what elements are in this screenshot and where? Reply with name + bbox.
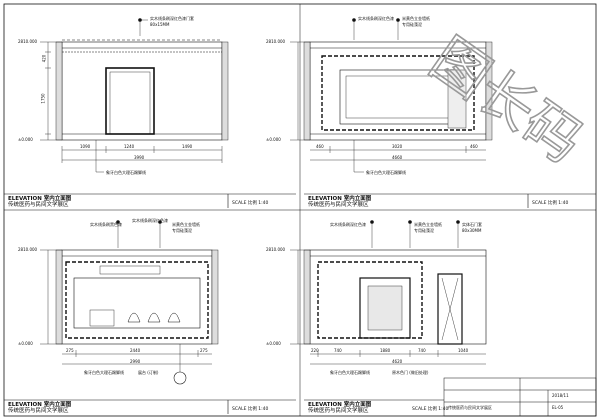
panel-4-note-5: 80x30MM (462, 228, 482, 233)
panel-2-level-bottom: ±0.000 (266, 137, 281, 142)
panel-1-caption-en: ELEVATION 室内立面图 (8, 196, 72, 202)
panel-1-hdim-total: 3990 (134, 155, 145, 160)
panel-1-level-top: 2810.000 (18, 39, 38, 44)
panel-3-level-top: 2810.000 (18, 247, 38, 252)
panel-3-hdim-total: 2990 (130, 359, 141, 364)
panel-2-caption-en: ELEVATION 室内立面图 (308, 196, 372, 202)
panel-4-hdim-2: 740 (334, 348, 342, 353)
title-block-date: 2018/11 (552, 393, 569, 398)
panel-1-level-bottom: ±0.000 (18, 137, 33, 142)
panel-3-bottom-note-2: 展台 (订制) (138, 370, 159, 375)
panel-4-hdim-3: 1880 (380, 348, 391, 353)
panel-1-elevation (40, 18, 229, 173)
panel-1-caption-cn: 传统医药与民间文学展区 (8, 202, 69, 208)
panel-2-elevation (290, 18, 493, 173)
panel-4-note-2: 米黄色立金墙纸 (414, 222, 442, 227)
panel-4-scale: SCALE 比例 1:40 (412, 407, 449, 412)
title-block-project: 传统医药与民间文学展区 (448, 405, 492, 410)
panel-4-caption-cn: 传统医药与民间文学展区 (308, 408, 369, 414)
panel-3-caption-cn: 传统医药与民间文学展区 (8, 408, 69, 414)
panel-2-caption-cn: 传统医药与民间文学展区 (308, 202, 369, 208)
panel-2-note-3: 专用硅藻泥 (402, 22, 422, 27)
panel-4-note-4: 实体石门套 (462, 222, 482, 227)
panel-1-scale: SCALE 比例 1:40 (232, 201, 269, 206)
panel-4-hdim-5: 1040 (458, 348, 469, 353)
panel-4-elevation (290, 220, 487, 365)
panel-2-hdim-2: 3020 (392, 144, 403, 149)
title-block-sheet: EL-05 (552, 405, 564, 410)
title-block (443, 377, 597, 417)
panel-4-note-3: 专用硅藻泥 (414, 228, 434, 233)
panel-4-hdim-1: 220 (311, 348, 319, 353)
panel-1-caption: ELEVATION 室内立面图 传统医药与民间文学展区 (8, 196, 71, 208)
panel-2-note-2: 米黄色立金墙纸 (402, 16, 430, 21)
panel-3-note-3: 米黄色立金墙纸 (172, 222, 200, 227)
panel-3-note-2: 实木线条刷深红色漆 (132, 218, 168, 223)
panel-1-vdim-2: 1750 (40, 93, 46, 104)
panel-3-hdim-1: 275 (66, 348, 74, 353)
panel-3-hdim-2: 2440 (130, 348, 141, 353)
panel-2-scale: SCALE 比例 1:40 (532, 201, 569, 206)
panel-4-note-1: 实木线条刷深红色漆 (330, 222, 366, 227)
panel-3-level-bottom: ±0.000 (18, 341, 33, 346)
panel-1-note-2: 80x15MM (150, 22, 170, 27)
panel-1-hdim-1: 1090 (80, 144, 91, 149)
panel-3-hdim-3: 275 (200, 348, 208, 353)
panel-3-bottom-note: 象牙白色大理石踢脚线 (84, 370, 124, 375)
panel-1-bottom-note: 象牙白色大理石踢脚线 (106, 170, 146, 175)
panel-3-note-4: 专用硅藻泥 (172, 228, 192, 233)
panel-3-note-1: 实木线条刷黑色漆 (90, 222, 122, 227)
panel-3-caption: ELEVATION 室内立面图 传统医药与民间文学展区 (8, 402, 71, 414)
panel-2-bottom-note: 象牙白色大理石踢脚线 (366, 170, 406, 175)
panel-4-bottom-note: 象牙白色大理石踢脚线 (330, 370, 370, 375)
panel-1-note-1: 实木线条刷深红色漆门套 (150, 16, 194, 21)
panel-4-hdim-total: 4620 (392, 359, 403, 364)
panel-3-scale: SCALE 比例 1:40 (232, 407, 269, 412)
panel-2-level-top: 2810.000 (266, 39, 286, 44)
panel-2-hdim-1: 460 (316, 144, 324, 149)
panel-4-caption-en: ELEVATION 室内立面图 (308, 402, 372, 408)
panel-4-caption: ELEVATION 室内立面图 传统医药与民间文学展区 (308, 402, 371, 414)
panel-4-level-bottom: ±0.000 (266, 341, 281, 346)
panel-2-note-1: 实木线条刷深红色漆 (358, 16, 394, 21)
panel-4-bottom-note-2: 原木色门 (做旧处理) (392, 370, 429, 375)
panel-1-hdim-2: 1240 (124, 144, 135, 149)
panel-2-hdim-total: 4660 (392, 155, 403, 160)
panel-1-vdim-1: 420 (41, 54, 47, 63)
panel-2-caption: ELEVATION 室内立面图 传统医药与民间文学展区 (308, 196, 371, 208)
panel-3-elevation (40, 220, 219, 385)
panel-2-hdim-3: 460 (470, 144, 478, 149)
panel-3-caption-en: ELEVATION 室内立面图 (8, 402, 72, 408)
panel-1-hdim-3: 1490 (182, 144, 193, 149)
panel-4-hdim-4: 740 (418, 348, 426, 353)
panel-4-level-top: 2810.000 (266, 247, 286, 252)
